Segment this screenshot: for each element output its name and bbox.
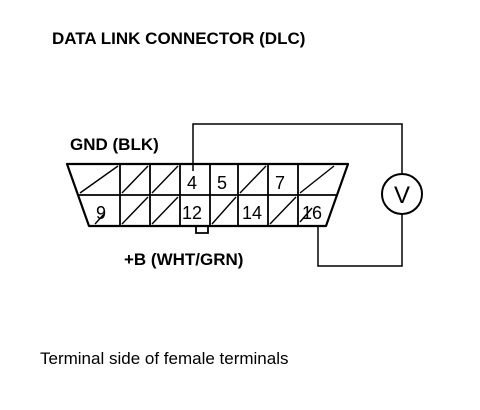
pin-4-label: 4	[187, 173, 197, 193]
pin-labels-top: 4 5 7	[187, 173, 285, 193]
diagram-caption: Terminal side of female terminals	[40, 349, 288, 368]
pin-9-label: 9	[96, 203, 106, 223]
connector-grid	[78, 164, 337, 226]
connector-lock-tab	[195, 226, 209, 234]
voltmeter-symbol: V	[394, 182, 410, 209]
connector-outline	[65, 162, 350, 228]
diagram-title: DATA LINK CONNECTOR (DLC)	[52, 29, 305, 48]
pin-16-label: 16	[302, 203, 322, 223]
empty-cavity-hatching	[79, 165, 335, 225]
meter-wiring	[192, 123, 403, 267]
voltmeter-icon: V	[381, 173, 423, 215]
gnd-label: GND (BLK)	[70, 135, 159, 154]
pin-labels-bottom: 9 12 14 16	[96, 203, 322, 223]
pin-7-label: 7	[275, 173, 285, 193]
pin-5-label: 5	[217, 173, 227, 193]
pin-12-label: 12	[182, 203, 202, 223]
bplus-label: +B (WHT/GRN)	[124, 250, 243, 269]
pin-14-label: 14	[242, 203, 262, 223]
